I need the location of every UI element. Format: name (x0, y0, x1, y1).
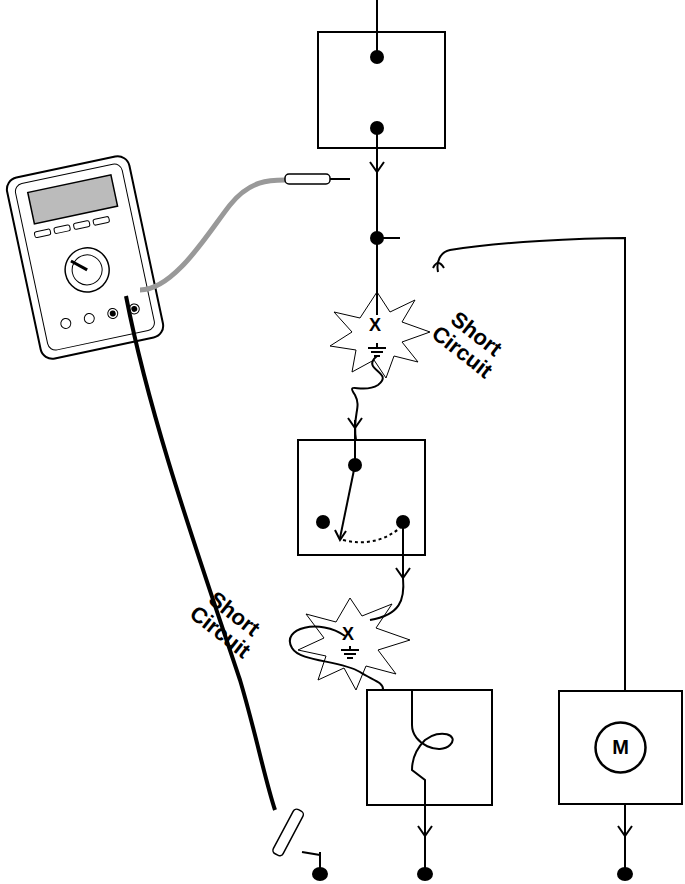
short-marker: X (369, 315, 381, 336)
motor-letter: M (612, 736, 629, 759)
short-circuit-label: Short Circuit (182, 580, 273, 666)
short-marker: X (342, 624, 354, 645)
motor-box: M (558, 690, 683, 805)
short-circuit-label: Short Circuit (424, 300, 515, 386)
